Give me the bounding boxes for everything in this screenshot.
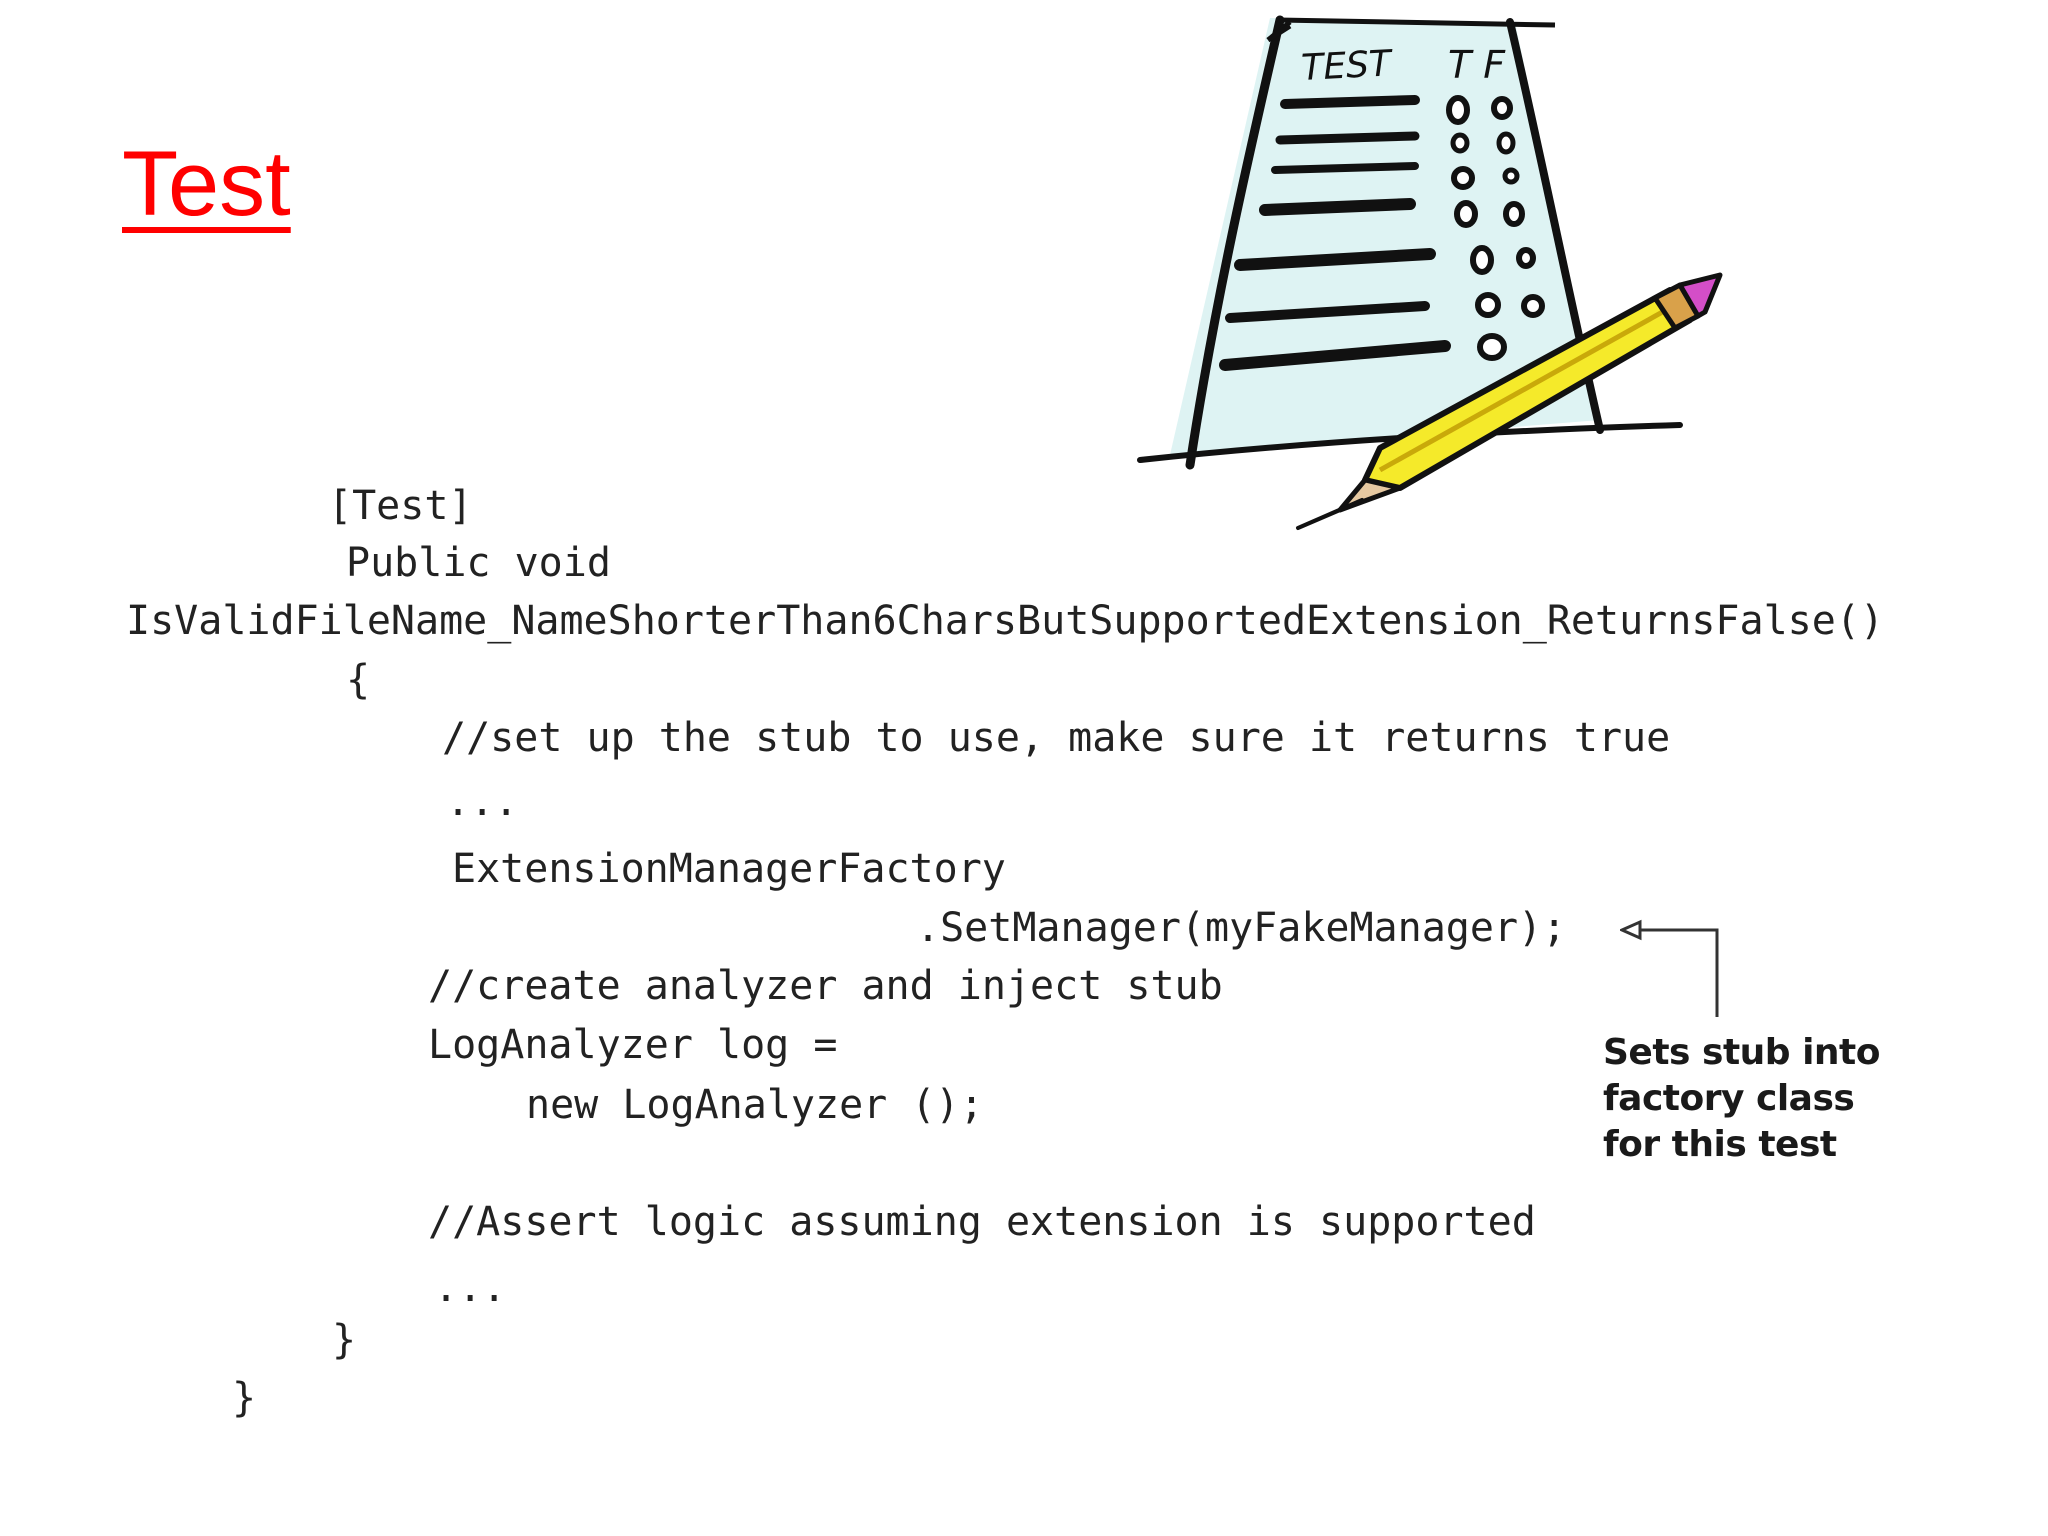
code-line-factory: ExtensionManagerFactory (452, 846, 1006, 892)
pencil (1296, 272, 1723, 530)
code-line-attribute: [Test] (328, 483, 473, 529)
pencil-lead (1296, 498, 1364, 530)
code-line-close-brace: } (332, 1317, 357, 1363)
sheet-header-label: TEST (1300, 43, 1395, 89)
paper-left-edge (1185, 15, 1285, 470)
answer-bubbles (1446, 95, 1545, 361)
code-line-open-brace: { (346, 657, 371, 703)
slide-title: Test (122, 133, 291, 235)
pencil-eraser (1677, 272, 1723, 319)
code-line-signature: Public void (346, 540, 611, 586)
callout-line-1: Sets stub into (1603, 1032, 1881, 1073)
code-line-close-brace-outer: } (232, 1375, 257, 1421)
code-line-ellipsis: ... (446, 779, 519, 825)
sheet-columns-label: T F (1448, 43, 1506, 87)
callout-line-3: for this test (1603, 1124, 1837, 1165)
code-line-log-declaration: LogAnalyzer log = (428, 1022, 838, 1068)
code-line-ellipsis-2: ... (434, 1265, 507, 1311)
code-line-comment-stub: //set up the stub to use, make sure it r… (442, 715, 1671, 761)
paper-top-edge (1277, 17, 1556, 28)
paper-bottom-edge (1137, 422, 1683, 463)
code-line-new-analyzer: new LogAnalyzer (); (526, 1082, 984, 1128)
code-line-comment-assert: //Assert logic assuming extension is sup… (428, 1199, 1536, 1245)
code-line-comment-analyzer: //create analyzer and inject stub (428, 963, 1223, 1009)
callout-annotation: Sets stub into factory class for this te… (1603, 1030, 1881, 1168)
code-line-method-name: IsValidFileName_NameShorterThan6CharsBut… (126, 598, 1884, 644)
callout-arrow-icon (1620, 919, 1719, 1017)
callout-line-2: factory class (1603, 1078, 1855, 1119)
code-line-set-manager: .SetManager(myFakeManager); (916, 905, 1567, 951)
test-sheet-icon: TEST T F (1137, 15, 1723, 530)
question-lines (1219, 95, 1451, 371)
